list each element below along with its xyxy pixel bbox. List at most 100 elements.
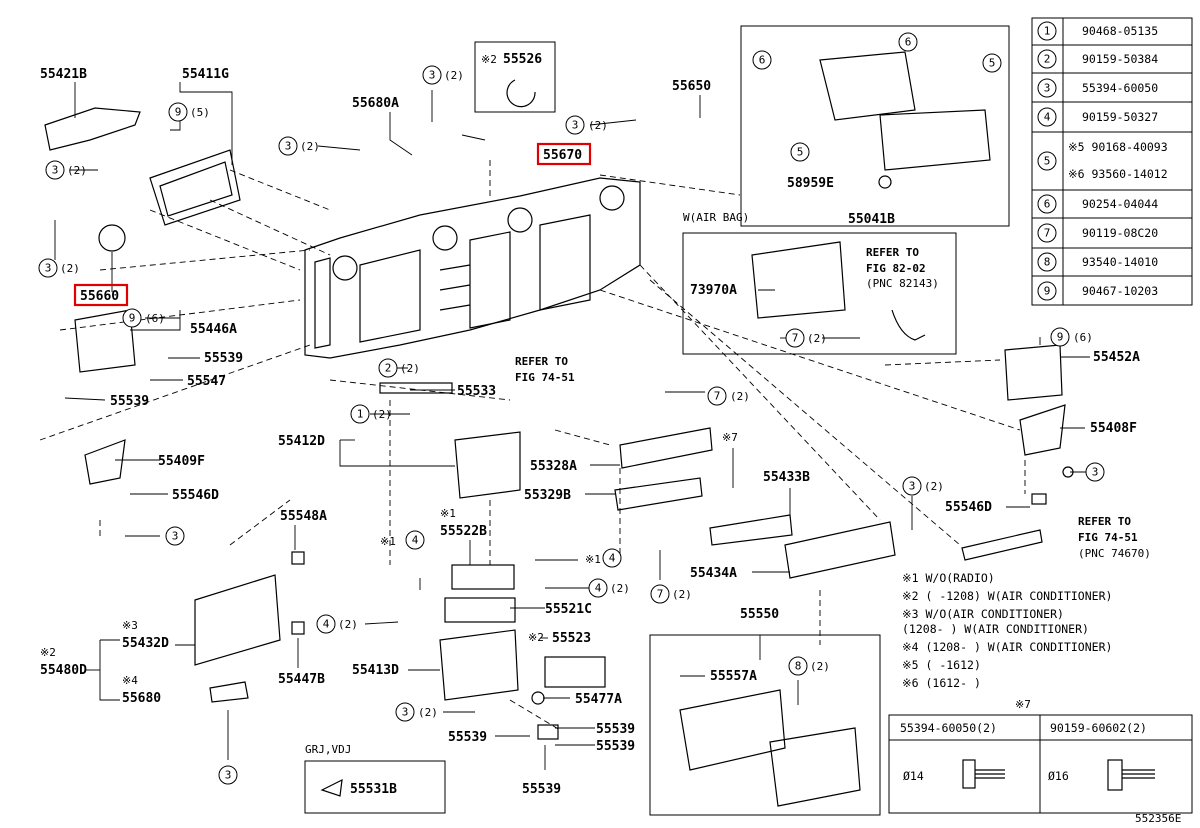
part-55329B[interactable]: 55329B <box>524 488 571 503</box>
qty-label: (2) <box>807 332 827 345</box>
part-55523[interactable]: 55523 <box>552 631 591 646</box>
callout-3: 3 <box>172 530 179 543</box>
highlight-55670 <box>536 142 592 166</box>
part-55477A[interactable]: 55477A <box>575 692 622 707</box>
part-55434A[interactable]: 55434A <box>690 566 737 581</box>
qty-label: (2) <box>924 480 944 493</box>
part-55539-f[interactable]: 55539 <box>522 782 561 797</box>
part-55533[interactable]: 55533 <box>457 384 496 399</box>
part-55526-note: ※2 <box>481 53 497 66</box>
bolt-table-no-3: 3 <box>1044 82 1051 95</box>
qty-label: (2) <box>588 119 608 132</box>
leader-lines <box>39 82 1090 770</box>
qty-label: (2) <box>444 69 464 82</box>
part-55447B[interactable]: 55447B <box>278 672 325 687</box>
bolt-table-part-5a: ※5 90168-40093 <box>1068 140 1168 154</box>
qty-label: (6) <box>1073 331 1093 344</box>
cluster-parts-drawing <box>44 107 305 703</box>
part-55546D-b[interactable]: 55546D <box>945 500 992 515</box>
detail-boxes <box>304 25 1193 816</box>
refer-3-line1[interactable]: REFER TO <box>866 246 919 259</box>
refer-to-notes: REFER TO FIG 74-51 REFER TO FIG 74-51 (P… <box>515 246 1151 560</box>
refer-2-line1[interactable]: REFER TO <box>1078 515 1131 528</box>
bolt-table-no-4: 4 <box>1044 111 1051 124</box>
refer-2-line3: (PNC 74670) <box>1078 547 1151 560</box>
clip-table-d2: Ø16 <box>1048 769 1069 783</box>
bolt-table-part-8: 93540-14010 <box>1082 255 1158 269</box>
callout-3: 3 <box>909 480 916 493</box>
refer-1-line1[interactable]: REFER TO <box>515 355 568 368</box>
refer-2-line2[interactable]: FIG 74-51 <box>1078 531 1138 544</box>
part-55660[interactable]: 55660 <box>80 289 119 304</box>
clip-table-d1: Ø14 <box>903 769 924 783</box>
part-55526[interactable]: 55526 <box>503 52 542 67</box>
part-55480D-note: ※2 <box>40 646 56 659</box>
part-55547[interactable]: 55547 <box>187 374 226 389</box>
callout-5: 5 <box>797 146 804 159</box>
qty-label: (2) <box>730 390 750 403</box>
part-55521C[interactable]: 55521C <box>545 602 592 617</box>
bolt-table-part-1: 90468-05135 <box>1082 24 1158 38</box>
part-55550[interactable]: 55550 <box>740 607 779 622</box>
w-airbag-label: W(AIR BAG) <box>683 211 749 224</box>
part-55539-a[interactable]: 55539 <box>204 351 243 366</box>
part-55546D-a[interactable]: 55546D <box>172 488 219 503</box>
part-55680[interactable]: 55680 <box>122 691 161 706</box>
part-55522B[interactable]: 55522B <box>440 524 487 539</box>
callout-7: 7 <box>714 390 721 403</box>
part-55411G[interactable]: 55411G <box>182 67 229 82</box>
bolt-table-no-7: 7 <box>1044 227 1051 240</box>
part-55548A[interactable]: 55548A <box>280 509 327 524</box>
part-55413D[interactable]: 55413D <box>352 663 399 678</box>
refer-3-line2[interactable]: FIG 82-02 <box>866 262 926 275</box>
callout-markers: 3 (2) 9 (5) 3 (2) 3 (2) 3 (2) 3 (2) 9 (6… <box>38 32 1105 785</box>
qty-label: (2) <box>610 582 630 595</box>
part-55452A[interactable]: 55452A <box>1093 350 1140 365</box>
part-73970A[interactable]: 73970A <box>690 283 737 298</box>
bolt-table-no-1: 1 <box>1044 25 1051 38</box>
part-55539-d[interactable]: 55539 <box>596 739 635 754</box>
diagram-id: 552356E <box>1135 812 1181 825</box>
part-55557A[interactable]: 55557A <box>710 669 757 684</box>
glove-box-drawing <box>679 689 861 807</box>
callout-1: 1 <box>357 408 364 421</box>
callout-3: 3 <box>45 262 52 275</box>
part-55433B[interactable]: 55433B <box>763 470 810 485</box>
qty-label: (2) <box>672 588 692 601</box>
note-7-mark: ※7 <box>722 431 738 444</box>
callout-9: 9 <box>129 312 136 325</box>
part-58959E[interactable]: 58959E <box>787 176 834 191</box>
qty-label: (2) <box>418 706 438 719</box>
part-55650[interactable]: 55650 <box>672 79 711 94</box>
part-55539-e[interactable]: 55539 <box>448 730 487 745</box>
callout-9: 9 <box>1057 331 1064 344</box>
part-55539-b[interactable]: 55539 <box>110 394 149 409</box>
part-55412D[interactable]: 55412D <box>278 434 325 449</box>
instrument-panel-drawing <box>304 177 641 359</box>
qty-label: (2) <box>338 618 358 631</box>
note-line-5: ※4 (1208- ) W(AIR CONDITIONER) <box>902 640 1112 654</box>
note-line-6: ※5 ( -1612) <box>902 658 981 672</box>
callout-3: 3 <box>225 769 232 782</box>
part-55328A[interactable]: 55328A <box>530 459 577 474</box>
part-55446A[interactable]: 55446A <box>190 322 237 337</box>
bolt-table-part-9: 90467-10203 <box>1082 284 1158 298</box>
part-55531B[interactable]: 55531B <box>350 782 397 797</box>
highlight-55660 <box>73 283 129 307</box>
part-55670[interactable]: 55670 <box>543 148 582 163</box>
part-55041B[interactable]: 55041B <box>848 212 895 227</box>
callout-6: 6 <box>905 36 912 49</box>
bolt-table-part-5b: ※6 93560-14012 <box>1068 167 1168 181</box>
clip-table-mark: ※7 <box>1015 698 1031 711</box>
refer-1-line2[interactable]: FIG 74-51 <box>515 371 575 384</box>
part-55421B[interactable]: 55421B <box>40 67 87 82</box>
bolt-table-part-7: 90119-08C20 <box>1082 226 1158 240</box>
part-55480D[interactable]: 55480D <box>40 663 87 678</box>
applicability-notes: ※1 W/O(RADIO) ※2 ( -1208) W(AIR CONDITIO… <box>902 571 1112 690</box>
part-55408F[interactable]: 55408F <box>1090 421 1137 436</box>
part-55539-c[interactable]: 55539 <box>596 722 635 737</box>
callout-9: 9 <box>175 106 182 119</box>
part-55680A[interactable]: 55680A <box>352 96 399 111</box>
part-55409F[interactable]: 55409F <box>158 454 205 469</box>
part-55432D[interactable]: 55432D <box>122 636 169 651</box>
